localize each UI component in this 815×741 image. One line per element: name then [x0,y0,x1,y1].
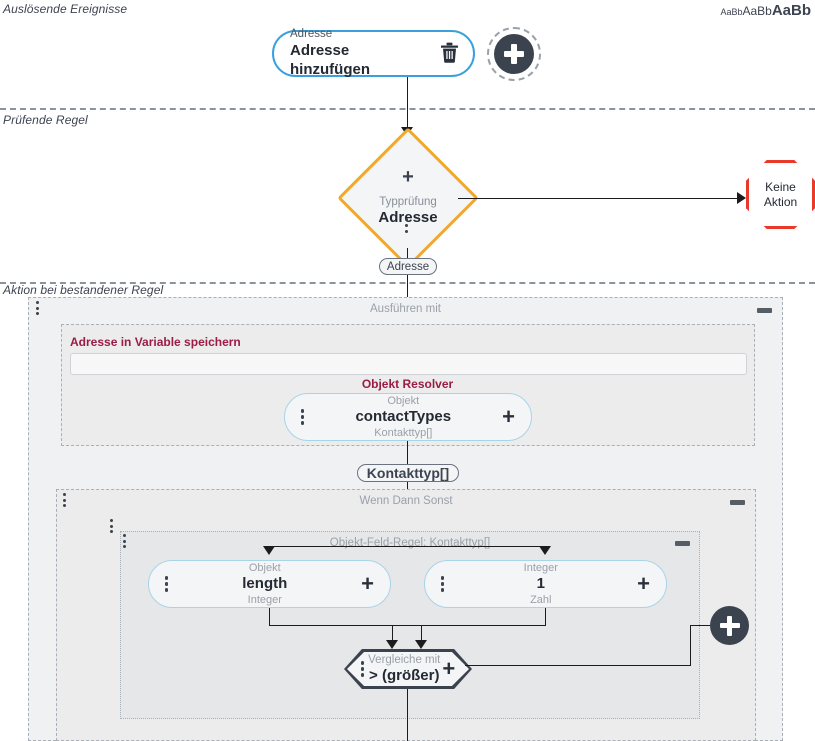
font-sample-small: AaBb [720,7,743,17]
trigger-node-subtitle: Adresse [290,27,333,40]
kebab-menu-icon-diamond[interactable] [405,218,409,234]
kebab-menu-icon-integer-one[interactable] [441,576,445,592]
operand-node-integer-one[interactable]: Integer 1 Zahl + [424,560,667,608]
trigger-node-adresse-hinzufuegen[interactable]: Adresse Adresse hinzufügen [272,27,475,79]
trigger-node-text: Adresse Adresse hinzufügen [290,27,424,79]
drag-handle-icon-wenn-dann-sonst[interactable] [63,493,66,507]
font-sample-large: AaBb [771,2,811,19]
connector-rule-to-no-action [458,198,741,199]
add-button-comparison[interactable]: + [442,656,456,681]
connector-arrow-rule-no-action [737,192,746,204]
label-adresse-in-variable-speichern: Adresse in Variable speichern [70,335,241,349]
connector-comparison-down [407,689,408,741]
connector-merge-right-down [421,625,422,646]
comparison-node-groesser[interactable]: Vergleiche mit > (größer) + [344,649,472,689]
add-button-contacttypes[interactable]: + [502,404,515,429]
add-button-integer-one[interactable]: + [637,571,650,596]
drag-handle-icon-ausfuehren-mit[interactable] [36,301,39,315]
lane-divider-action [0,282,815,284]
connector-side-add-up [690,625,691,666]
add-trigger-dashed-ring [487,27,541,81]
object-node-subtitle-contacttypes: Objekt [387,395,420,407]
operand-node-type-integer-one: Zahl [530,594,552,606]
minus-icon-ausfuehren-mit[interactable] [757,308,772,313]
operand-node-type-length: Integer [247,594,282,606]
hexagon-fill [347,652,469,686]
operand-node-title-length: length [242,575,288,592]
connector-trigger-to-rule [407,77,408,131]
connector-length-down [269,608,270,625]
trash-icon[interactable] [440,42,459,63]
connector-rule-down-1 [407,248,408,258]
operand-node-subtitle-length: Objekt [248,562,281,574]
container-title-ausfuehren-mit: Ausführen mit [370,303,441,315]
connector-integer-down [545,608,546,625]
hexagon-content: Vergleiche mit > (größer) + [344,649,472,689]
diamond-content: + Typprüfung Adresse [358,148,458,248]
operand-node-subtitle-integer-one: Integer [523,562,558,574]
rule-diamond-typpruefung[interactable]: + Typprüfung Adresse [337,127,479,269]
diamond-subtitle: Typprüfung [379,196,437,208]
no-action-text: Keine Aktion [764,180,797,210]
connector-split-operands [269,546,546,547]
comparison-node-subtitle: Vergleiche mit [368,654,441,666]
connector-arrow-operand-left [263,546,275,555]
drag-handle-icon-objekt-feld-regel[interactable] [123,534,126,548]
no-action-line2: Aktion [763,194,798,209]
connector-merge-operands [269,625,546,626]
kebab-menu-icon-comparison[interactable] [360,661,365,677]
container-title-wenn-dann-sonst: Wenn Dann Sonst [359,495,453,507]
kebab-menu-icon-length[interactable] [165,576,169,592]
operand-node-length[interactable]: Objekt length Integer + [148,560,391,608]
container-title-objekt-feld-regel: Objekt-Feld-Regel: Kontakttyp[] [329,537,491,549]
connector-arrow-compare-right [415,640,427,649]
type-token-kontakttyp-array: Kontakttyp[] [357,464,459,482]
side-add-button[interactable] [710,606,749,645]
lane-divider-rule [0,108,815,110]
lane-label-rule: Prüfende Regel [3,113,88,127]
connector-side-add-across [690,625,712,626]
minus-icon-objekt-feld-regel[interactable] [675,541,690,546]
operand-node-body-length: Objekt length Integer [168,561,361,607]
type-token-adresse: Adresse [379,258,437,275]
no-action-line1: Keine [765,179,796,194]
object-node-title-contacttypes: contactTypes [355,408,452,425]
kebab-menu-icon-contacttypes[interactable] [301,409,305,425]
diamond-add-button[interactable]: + [402,166,414,188]
variable-name-input[interactable] [70,353,747,375]
operand-node-body-integer-one: Integer 1 Zahl [444,561,637,607]
trigger-node-title: Adresse hinzufügen [290,41,370,78]
comparison-node-title: > (größer) [369,667,440,684]
connector-resolver-down [407,441,408,464]
lane-label-triggers: Auslösende Ereignisse [3,2,128,16]
minus-icon-wenn-dann-sonst[interactable] [730,500,745,505]
object-node-contacttypes[interactable]: Objekt contactTypes Kontakttyp[] + [284,393,532,441]
connector-comparison-to-side-add [465,665,690,666]
connector-arrow-operand-right [539,546,551,555]
connector-arrow-compare-left [386,640,398,649]
font-size-sample: AaBb AaBb AaBb [720,2,811,19]
object-node-body-contacttypes: Objekt contactTypes Kontakttyp[] [304,394,502,440]
object-node-type-contacttypes: Kontakttyp[] [374,427,433,439]
operand-node-title-integer-one: 1 [536,575,545,592]
add-button-length[interactable]: + [361,571,374,596]
drag-handle-icon-nested-outer[interactable] [110,519,113,533]
diamond-title: Adresse [378,209,438,226]
add-trigger-button[interactable] [494,34,534,74]
connector-rule-down-2 [407,275,408,317]
no-action-node[interactable]: Keine Aktion [746,160,815,229]
heading-objekt-resolver: Objekt Resolver [361,377,454,391]
font-sample-medium: AaBb [742,4,772,18]
comparison-node-body: Vergleiche mit > (größer) [368,653,440,685]
connector-merge-left-down [392,625,393,646]
lane-label-action: Aktion bei bestandener Regel [3,283,164,297]
